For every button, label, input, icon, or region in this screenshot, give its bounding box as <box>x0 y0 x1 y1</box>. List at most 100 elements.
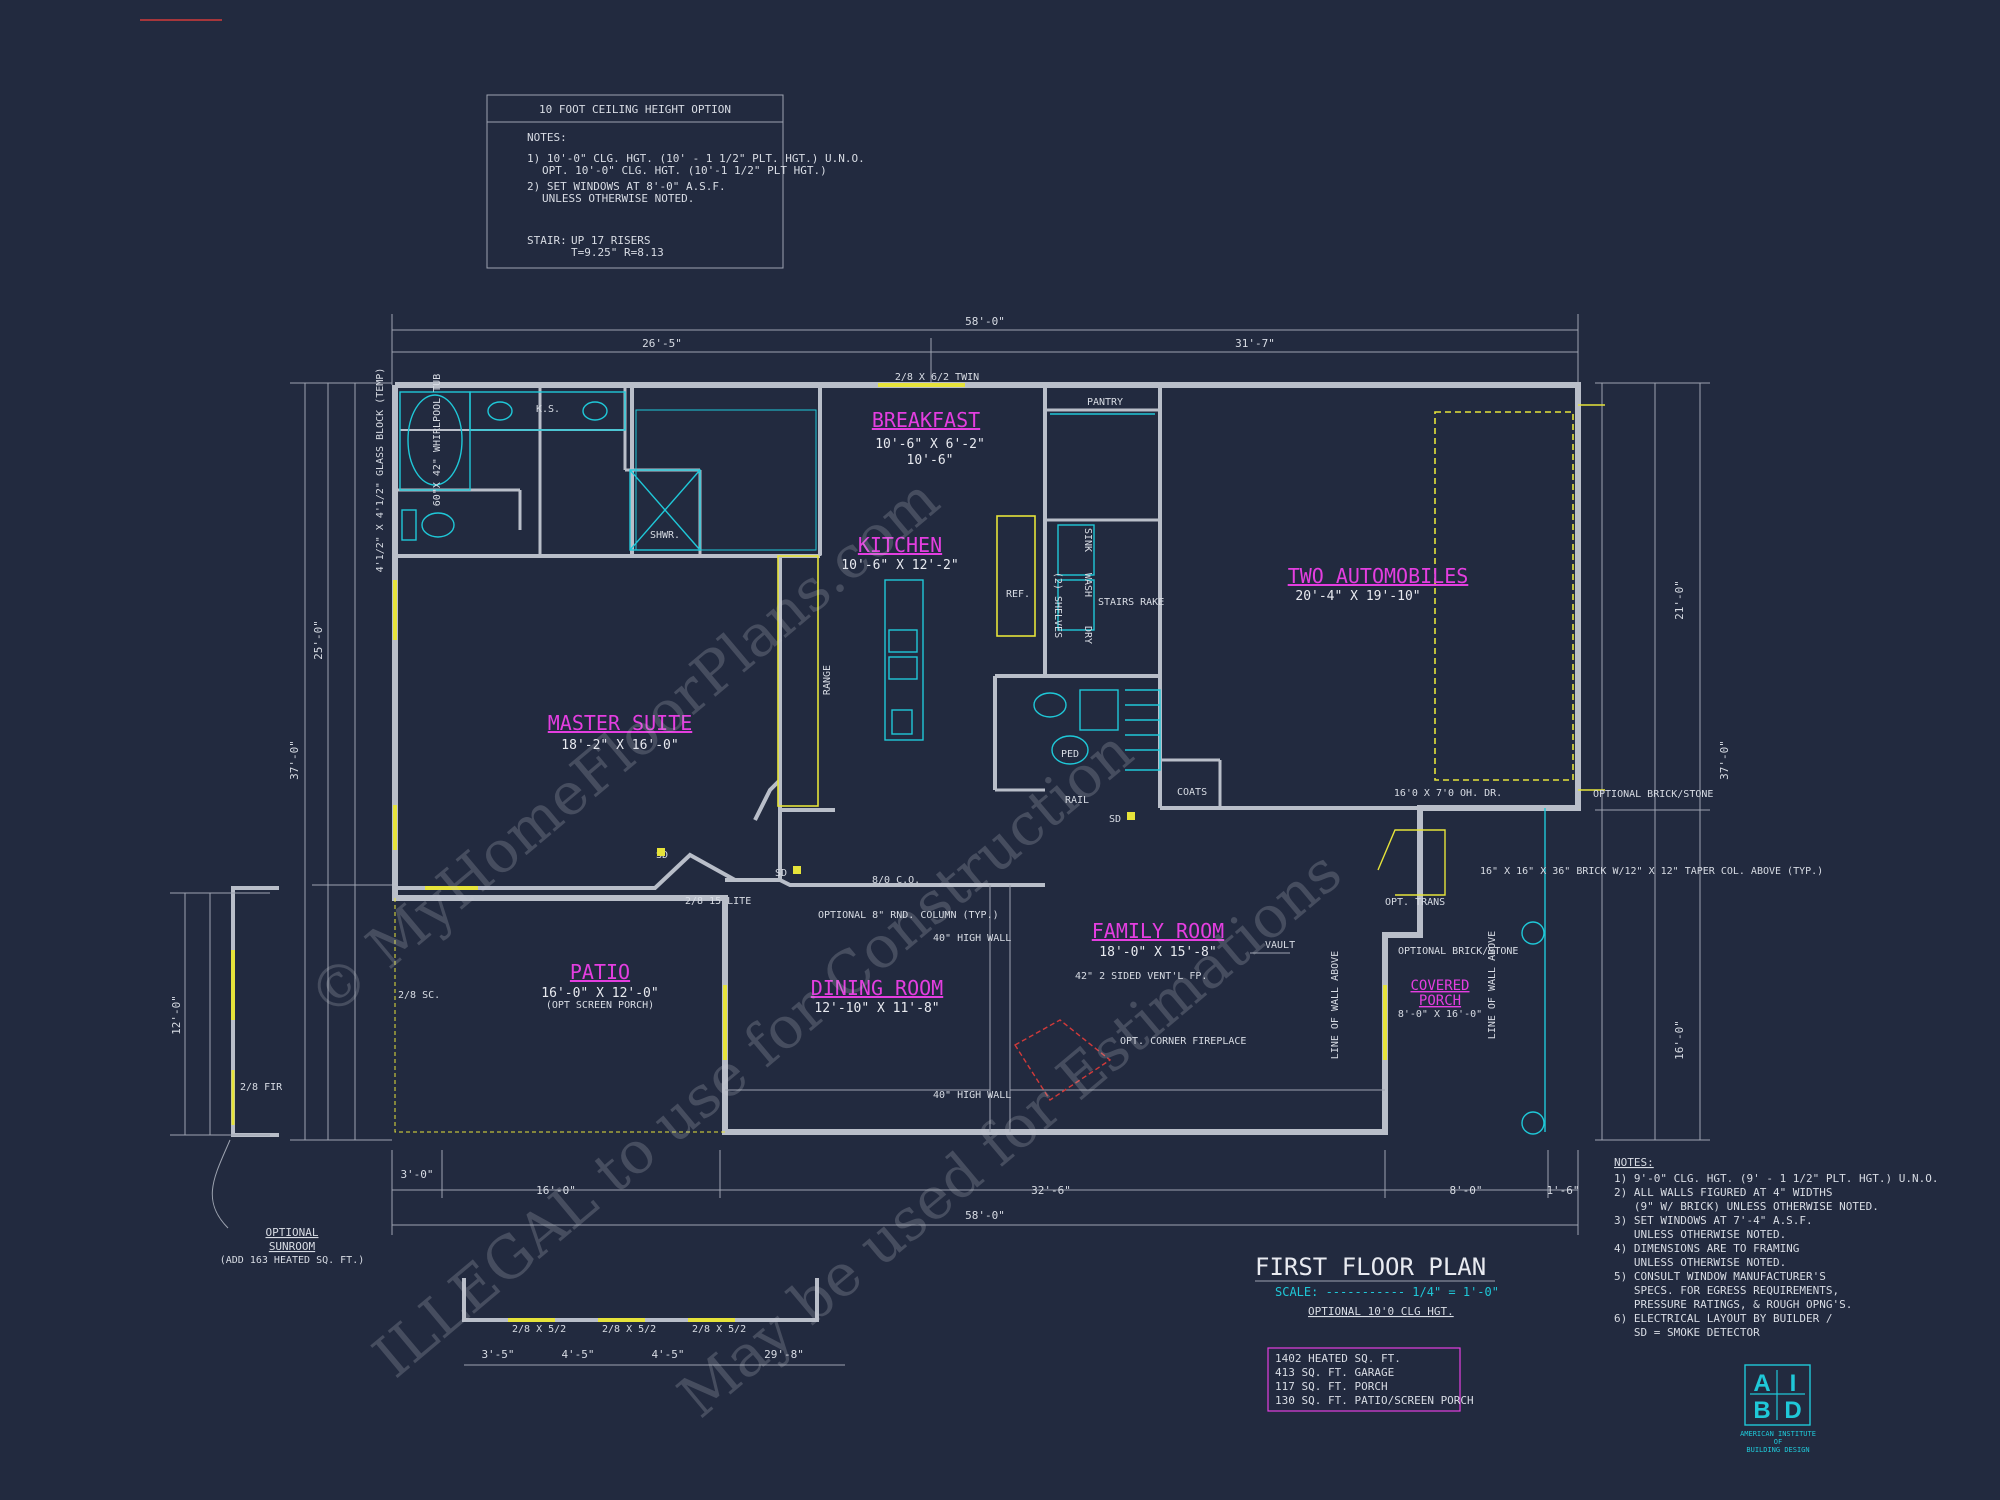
aibd-logo: A I B D AMERICAN INSTITUTE OF BUILDING D… <box>1740 1364 1816 1454</box>
ped-sink <box>1051 735 1089 765</box>
plan-scale: SCALE: ----------- 1/4" = 1'-0" <box>1275 1285 1499 1299</box>
dim-total-top: 58'-0" <box>965 315 1005 328</box>
label-shower: SHWR. <box>650 530 680 541</box>
dim-right-a: 21'-0" <box>1673 580 1686 620</box>
area-box <box>1267 1347 1461 1412</box>
sunroom: 12'-0" 2/8 FIR OPTIONAL SUNROOM (ADD 163… <box>170 886 845 1366</box>
label-tub: 60"X 42" WHIRLPOOL TUB <box>432 374 443 506</box>
note-line: 3) SET WINDOWS AT 7'-4" A.S.F. <box>1614 1214 1813 1227</box>
room-dining-dim: 12'-10" X 11'-8" <box>814 1001 939 1016</box>
room-patio-dim: 16'-0" X 12'-0" <box>541 986 658 1001</box>
sink-right <box>582 401 608 421</box>
dim-bottom-d: 8'-0" <box>1449 1184 1482 1197</box>
dim-bottom-e: 1'-6" <box>1546 1184 1579 1197</box>
label-wash: WASH <box>1082 573 1093 597</box>
note-line: 6) ELECTRICAL LAYOUT BY BUILDER / <box>1614 1312 1833 1325</box>
room-porch-2: PORCH <box>1419 993 1461 1009</box>
room-garage-dim: 20'-4" X 19'-10" <box>1295 589 1420 604</box>
label-vault: VAULT <box>1265 940 1295 951</box>
label-pantry: PANTRY <box>1087 397 1123 408</box>
room-dining: DINING ROOM <box>811 976 943 1000</box>
room-garage: TWO AUTOMOBILES <box>1288 564 1469 588</box>
sun-dim: 3'-5" <box>481 1348 514 1361</box>
label-glass-block: 4'1/2" X 4'1/2" GLASS BLOCK (TEMP) <box>375 368 386 573</box>
option-note: 1) 10'-0" CLG. HGT. (10' - 1 1/2" PLT. H… <box>527 152 865 165</box>
logo-line-3: BUILDING DESIGN <box>1746 1446 1809 1454</box>
logo-line-2: OF <box>1774 1438 1782 1446</box>
option-box-title: 10 FOOT CEILING HEIGHT OPTION <box>539 103 731 116</box>
label-ohdr: 16'0 X 7'0 OH. DR. <box>1394 788 1502 799</box>
kitchen-counter <box>777 555 819 807</box>
label-coats: COATS <box>1177 787 1207 798</box>
toilet-tank <box>401 509 417 541</box>
label-ref: REF. <box>1006 589 1030 600</box>
room-labels: BREAKFAST 10'-6" X 6'-2" 10'-6" KITCHEN … <box>541 408 1482 1020</box>
watermark-line-2: ILLEGAL to use for Construction <box>360 716 1145 1390</box>
sunroom-label-2: SUNROOM <box>269 1240 316 1253</box>
label-twin-window: 2/8 X 6/2 TWIN <box>895 372 979 383</box>
label-opt-trans: OPT. TRANS <box>1385 897 1445 908</box>
closet-line <box>635 409 817 551</box>
sun-window: 2/8 X 5/2 <box>602 1324 656 1335</box>
area-garage: 413 SQ. FT. GARAGE <box>1275 1366 1394 1379</box>
dim-right-b: 16'-0" <box>1673 1020 1686 1060</box>
label-brick-col: 16" X 16" X 36" BRICK W/12" X 12" TAPER … <box>1480 866 1823 877</box>
dim-right-top: 31'-7" <box>1235 337 1275 350</box>
ceiling-option-box: 10 FOOT CEILING HEIGHT OPTION NOTES: 1) … <box>486 94 865 269</box>
fireplace-outline <box>1014 1019 1112 1101</box>
room-kitchen-dim: 10'-6" X 12'-2" <box>841 558 958 573</box>
fixtures <box>399 391 1546 1135</box>
note-line: 4) DIMENSIONS ARE TO FRAMING <box>1614 1242 1799 1255</box>
option-note: 2) SET WINDOWS AT 8'-0" A.S.F. <box>527 180 726 193</box>
note-line: PRESSURE RATINGS, & ROUGH OPNG'S. <box>1614 1298 1852 1311</box>
label-corner-fp: OPT. CORNER FIREPLACE <box>1120 1036 1246 1047</box>
area-porch: 117 SQ. FT. PORCH <box>1275 1380 1388 1393</box>
label-line-wall: LINE OF WALL ABOVE <box>1330 951 1341 1059</box>
sun-window: 2/8 X 5/2 <box>692 1324 746 1335</box>
room-porch-1: COVERED <box>1410 978 1469 994</box>
note-line: UNLESS OTHERWISE NOTED. <box>1614 1256 1786 1269</box>
label-smoke-detector: SD <box>775 868 787 879</box>
bottom-dimensions: 3'-0" 16'-0" 32'-6" 8'-0" 1'-6" 58'-0" <box>391 1150 1580 1235</box>
side-dimensions: 37'-0" 25'-0" 37'-0" 21'-0" 16'-0" <box>288 382 1731 1141</box>
room-breakfast-sub: 10'-6" <box>907 453 954 468</box>
dim-left-top: 26'-5" <box>642 337 682 350</box>
label-fir-door: 2/8 FIR <box>240 1082 283 1093</box>
logo-d: D <box>1784 1397 1801 1424</box>
label-rail: RAIL <box>1065 795 1089 806</box>
label-line-wall: LINE OF WALL ABOVE <box>1487 931 1498 1039</box>
sun-dim: 4'-5" <box>561 1348 594 1361</box>
dishwasher <box>891 709 913 735</box>
logo-a: A <box>1753 1370 1770 1397</box>
dim-right-total: 37'-0" <box>1718 740 1731 780</box>
room-patio-sub: (OPT SCREEN PORCH) <box>546 1000 654 1011</box>
garage-cars <box>1434 411 1574 781</box>
toilet <box>421 512 455 538</box>
sunroom-label-1: OPTIONAL <box>266 1226 319 1239</box>
label-co: 8/0 C.O. <box>872 875 920 886</box>
room-porch-dim: 8'-0" X 16'-0" <box>1398 1009 1482 1020</box>
label-fireplace: 42" 2 SIDED VENT'L FP. <box>1075 971 1207 982</box>
logo-b: B <box>1753 1397 1770 1424</box>
note-line: UNLESS OTHERWISE NOTED. <box>1614 1228 1786 1241</box>
label-high-wall: 40" HIGH WALL <box>933 933 1011 944</box>
whirlpool-tub <box>407 394 463 486</box>
kitchen-island <box>884 579 924 741</box>
area-patio: 130 SQ. FT. PATIO/SCREEN PORCH <box>1275 1394 1474 1407</box>
dim-bottom-total: 58'-0" <box>965 1209 1005 1222</box>
stair-tread: T=9.25" R=8.13 <box>571 246 664 259</box>
windows-counters <box>393 383 1605 1060</box>
option-note: UNLESS OTHERWISE NOTED. <box>542 192 694 205</box>
notes-title: NOTES: <box>1614 1156 1654 1169</box>
note-line: (9" W/ BRICK) UNLESS OTHERWISE NOTED. <box>1614 1200 1879 1213</box>
label-dry: DRY <box>1082 626 1093 644</box>
room-master-suite: MASTER SUITE <box>548 711 693 735</box>
sunroom-label-3: (ADD 163 HEATED SQ. FT.) <box>220 1255 365 1266</box>
option-note: OPT. 10'-0" CLG. HGT. (10'-1 1/2" PLT HG… <box>542 164 827 177</box>
room-breakfast-dim: 10'-6" X 6'-2" <box>875 437 985 452</box>
label-screen-door: 2/8 SC. <box>398 990 440 1001</box>
watermark: © MyHomeFloorPlans.com ILLEGAL to use fo… <box>295 464 1354 1430</box>
dim-sunroom: 12'-0" <box>170 995 183 1035</box>
label-opt-brick: OPTIONAL BRICK/STONE <box>1593 789 1713 800</box>
